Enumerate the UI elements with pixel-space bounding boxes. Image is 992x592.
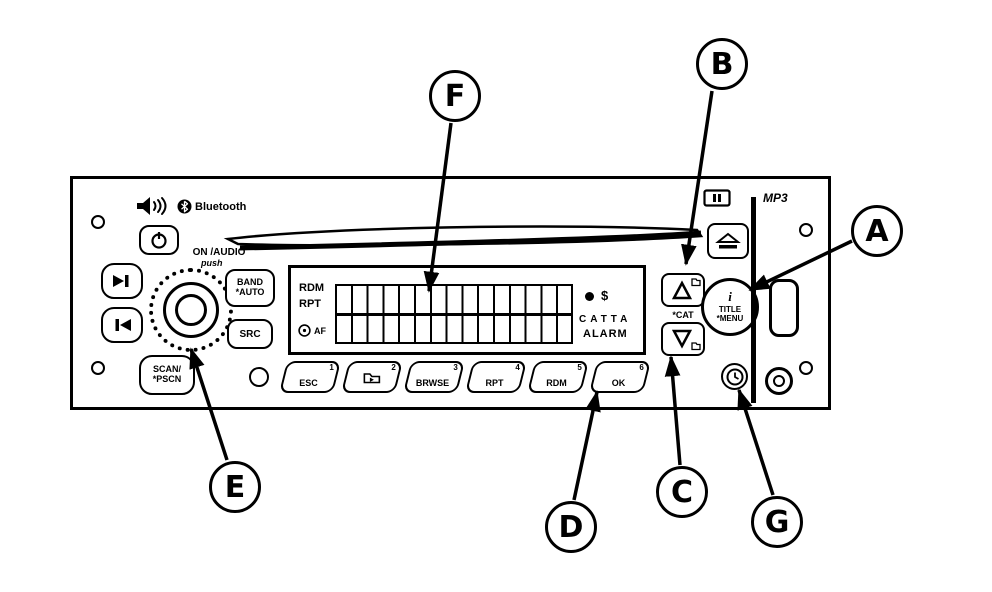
screw-top-left [91,215,105,229]
cat-label: *CAT [672,310,694,320]
prev-track-icon [115,319,131,331]
detach-rocker[interactable] [769,279,799,337]
knob-sublabel: push [201,258,223,268]
title-menu-button[interactable]: i TITLE *MENU [701,278,759,336]
preset-3-label: BRWSE [415,378,450,388]
callout-c: C [656,466,708,518]
reset-hole [249,367,269,387]
callout-b: B [696,38,748,90]
preset-6-label: OK [611,378,626,388]
preset-2-number: 2 [390,363,396,372]
dot-matrix-segment-area [335,284,573,344]
scan-label-line1: SCAN/ [152,364,181,375]
preset-button-1-esc[interactable]: 1 ESC [279,361,341,393]
preset-button-5-rdm[interactable]: 5 RDM [527,361,589,393]
preset-button-4-rpt[interactable]: 4 RPT [465,361,527,393]
scan-pscn-button[interactable]: SCAN/ *PSCN [139,355,195,395]
preset-3-number: 3 [452,363,458,372]
preset-button-3-browse[interactable]: 3 BRWSE [403,361,465,393]
callout-a-letter: A [865,213,889,249]
triangle-up-icon [671,278,701,300]
src-label: SRC [239,328,261,340]
lcd-display: RDM RPT AF $ CATTA ALARM [288,265,646,355]
screw-top-right [799,223,813,237]
speaker-icon [137,197,167,215]
callout-d: D [545,501,597,553]
callout-b-letter: B [710,46,734,82]
preset-5-label: RDM [546,378,567,388]
display-dollar-indicator: $ [601,288,609,303]
src-button[interactable]: SRC [227,319,273,349]
release-knob[interactable] [765,367,793,395]
display-alarm-indicator: ALARM [583,328,628,340]
callout-e: E [209,461,261,513]
power-icon [151,232,167,249]
clock-button[interactable] [721,363,748,390]
band-label-line2: *AUTO [235,287,265,297]
display-catta-indicator: CATTA [579,314,632,325]
preset-1-label: ESC [299,378,318,388]
callout-f-letter: F [444,78,466,114]
screw-bottom-left [91,361,105,375]
volume-knob-center [175,294,207,326]
callout-g: G [751,496,803,548]
callout-c-letter: C [670,474,694,510]
eject-icon [715,232,741,249]
preset-4-label: RPT [485,378,504,388]
title-label-line2: *MENU [716,314,744,324]
callout-f: F [429,70,481,122]
preset-6-number: 6 [638,363,644,372]
clock-icon [726,368,743,385]
preset-button-2-folder[interactable]: 2 [341,361,403,393]
info-icon: i [728,289,732,305]
title-label-line1: TITLE [718,305,742,315]
mp3-logo: MP3 [763,191,788,205]
next-track-icon [113,275,129,287]
preset-1-number: 1 [328,363,334,372]
preset-button-6-ok[interactable]: 6 OK [589,361,651,393]
display-rdm-indicator: RDM [299,282,325,294]
stereo-faceplate: Bluetooth SCAN/ *PSCN ON /AUDIO push [70,176,831,410]
record-indicator-dot [585,292,594,301]
preset-4-number: 4 [514,363,520,372]
callout-d-letter: D [558,509,584,545]
band-auto-button[interactable]: BAND *AUTO [225,269,275,307]
tune-down-button[interactable] [661,322,705,356]
knob-label: ON /AUDIO [192,247,246,258]
callout-a: A [851,205,903,257]
folder-icon [363,373,381,384]
release-knob-center [773,375,785,387]
eject-button[interactable] [707,223,749,259]
display-rpt-indicator: RPT [299,298,321,310]
callout-e-letter: E [224,469,246,505]
triangle-down-icon [671,329,701,351]
power-button[interactable] [139,225,179,255]
bluetooth-icon [177,199,192,214]
bluetooth-label: Bluetooth [195,201,247,213]
cassette-icon [703,189,731,207]
screw-bottom-right [799,361,813,375]
display-af-indicator: AF [314,326,326,336]
band-label-line1: BAND [237,277,263,288]
tune-up-button[interactable] [661,273,705,307]
preset-5-number: 5 [576,363,582,372]
disc-icon [298,324,311,337]
prev-track-button[interactable] [101,307,143,343]
callout-g-letter: G [764,504,790,540]
next-track-button[interactable] [101,263,143,299]
scan-label-line2: *PSCN [152,374,182,384]
panel-divider [751,197,756,403]
